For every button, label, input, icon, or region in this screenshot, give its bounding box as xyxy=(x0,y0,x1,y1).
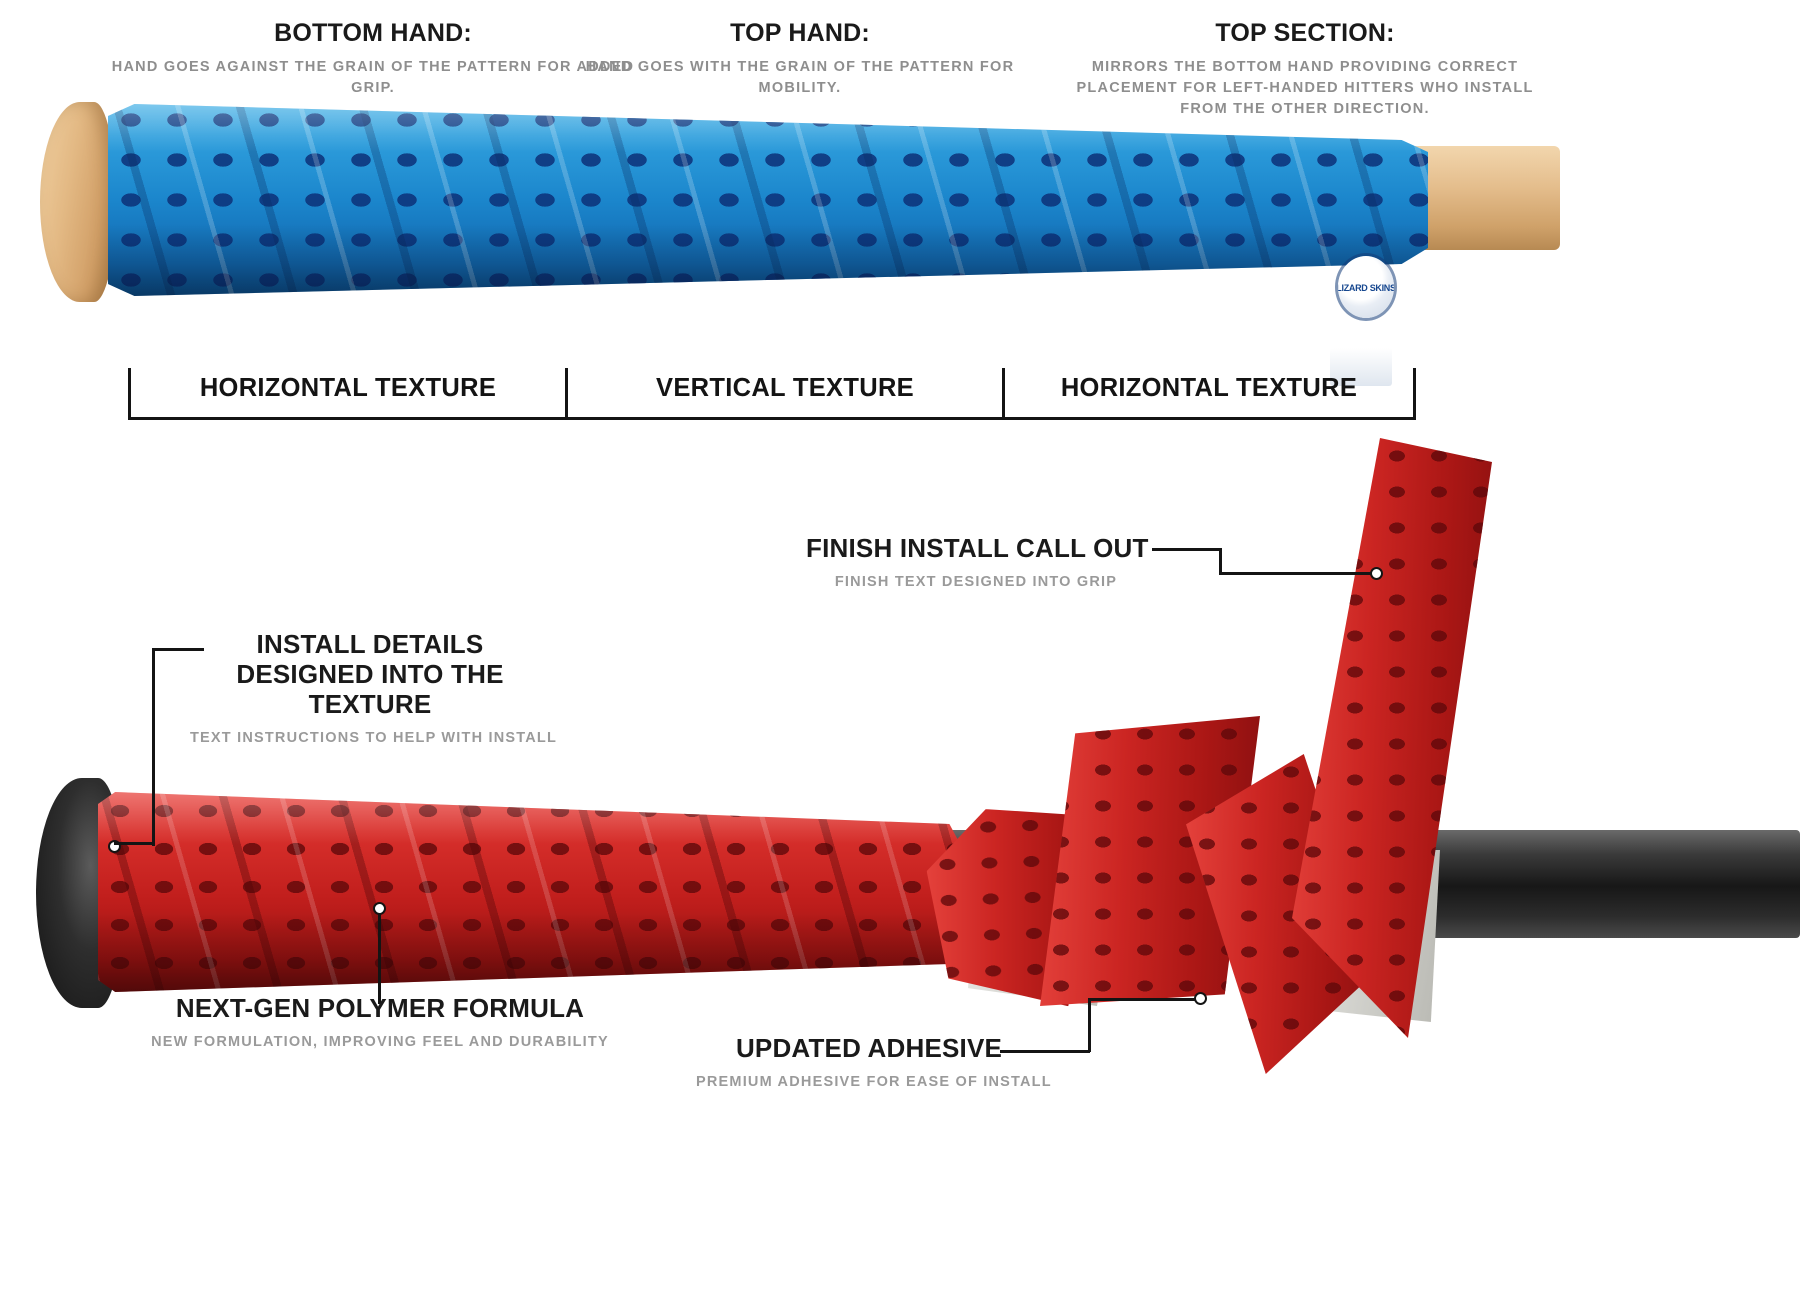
tape-ribbon-tail xyxy=(1292,438,1492,1038)
leader-line-install-foot xyxy=(114,842,154,845)
texture-segment-horizontal-top: HORIZONTAL TEXTURE xyxy=(1002,368,1416,420)
callout-updated-adhesive: UPDATED ADHESIVE PREMIUM ADHESIVE FOR EA… xyxy=(696,1033,1052,1092)
red-grip-tape xyxy=(98,792,958,992)
callout-updated-adhesive-subtitle: PREMIUM ADHESIVE FOR EASE OF INSTALL xyxy=(696,1073,1052,1090)
header-top-hand: TOP HAND: HAND GOES WITH THE GRAIN OF TH… xyxy=(545,19,1055,99)
header-top-section-subtitle: MIRRORS THE BOTTOM HAND PROVIDING CORREC… xyxy=(1076,58,1534,117)
callout-next-gen-polymer-title: NEXT-GEN POLYMER FORMULA xyxy=(175,993,585,1023)
callout-install-details-title: INSTALL DETAILS DESIGNED INTO THE TEXTUR… xyxy=(236,629,504,719)
header-top-hand-subtitle: HAND GOES WITH THE GRAIN OF THE PATTERN … xyxy=(585,58,1015,96)
blue-bat-illustration: LIZARD SKINS xyxy=(0,96,1560,386)
tape-ribbon-face-tail xyxy=(1292,438,1492,1038)
blue-grip-end-tag xyxy=(1330,348,1392,386)
texture-bracket-bar: HORIZONTAL TEXTURE VERTICAL TEXTURE HORI… xyxy=(128,368,1416,420)
header-top-section: TOP SECTION: MIRRORS THE BOTTOM HAND PRO… xyxy=(1005,19,1605,120)
header-bottom-hand-subtitle: HAND GOES AGAINST THE GRAIN OF THE PATTE… xyxy=(111,58,635,96)
callout-install-details: INSTALL DETAILS DESIGNED INTO THE TEXTUR… xyxy=(190,629,558,748)
callout-finish-install-title: FINISH INSTALL CALL OUT xyxy=(806,533,1149,563)
texture-segment-label-3: HORIZONTAL TEXTURE xyxy=(1060,374,1358,402)
header-bottom-hand: BOTTOM HAND: HAND GOES AGAINST THE GRAIN… xyxy=(58,19,688,99)
leader-line-install-vertical xyxy=(152,648,155,846)
leader-line-polymer-vertical xyxy=(378,908,381,1004)
leader-line-finish-horizontal-2 xyxy=(1219,572,1374,575)
leader-line-finish-vertical xyxy=(1219,548,1222,574)
texture-segment-vertical: VERTICAL TEXTURE xyxy=(565,368,1002,420)
callout-next-gen-polymer: NEXT-GEN POLYMER FORMULA NEW FORMULATION… xyxy=(150,993,610,1052)
leader-dot-polymer xyxy=(373,902,386,915)
red-grip-shading xyxy=(98,792,958,992)
callout-finish-install-subtitle: FINISH TEXT DESIGNED INTO GRIP xyxy=(834,573,1118,590)
leader-line-install-horizontal xyxy=(152,648,204,651)
header-top-section-title: TOP SECTION: xyxy=(1215,19,1395,47)
header-bottom-hand-title: BOTTOM HAND: xyxy=(274,19,472,47)
blue-grip-tape xyxy=(108,104,1428,296)
leader-dot-finish xyxy=(1370,567,1383,580)
callout-finish-install: FINISH INSTALL CALL OUT FINISH TEXT DESI… xyxy=(806,533,1149,592)
leader-line-adhesive-vertical xyxy=(1088,998,1091,1052)
texture-segment-horizontal-bottom: HORIZONTAL TEXTURE xyxy=(128,368,565,420)
header-top-hand-title: TOP HAND: xyxy=(730,19,870,47)
leader-dot-adhesive xyxy=(1194,992,1207,1005)
callout-updated-adhesive-title: UPDATED ADHESIVE xyxy=(735,1033,1003,1063)
leader-line-finish-horizontal xyxy=(1152,548,1222,551)
texture-segment-label-2: VERTICAL TEXTURE xyxy=(656,374,914,402)
blue-bat-wood-knob xyxy=(40,102,116,302)
red-grip-scene xyxy=(0,430,1800,1299)
lizard-skins-logo-text: LIZARD SKINS xyxy=(1338,283,1394,294)
callout-next-gen-polymer-subtitle: NEW FORMULATION, IMPROVING FEEL AND DURA… xyxy=(151,1033,609,1050)
lizard-skins-logo-icon: LIZARD SKINS xyxy=(1338,256,1394,318)
leader-line-adhesive-horizontal xyxy=(1000,1050,1090,1053)
callout-install-details-subtitle: TEXT INSTRUCTIONS TO HELP WITH INSTALL xyxy=(190,729,558,746)
leader-line-adhesive-horizontal-2 xyxy=(1088,998,1198,1001)
texture-segment-label-1: HORIZONTAL TEXTURE xyxy=(199,374,497,402)
